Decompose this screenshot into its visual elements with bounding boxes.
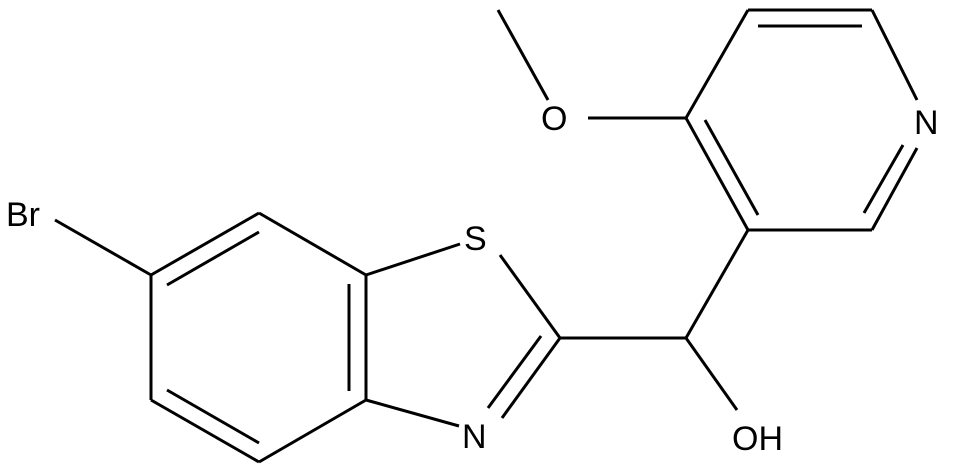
bond-ch-oh [684, 337, 739, 411]
bond-c2-n1-inner [862, 144, 905, 214]
bond-c7a-s [365, 242, 461, 277]
bond-c4-c5-inner [166, 388, 260, 445]
atom-label-n-thiazole: N [462, 418, 487, 456]
bond-c6-c7 [150, 211, 260, 277]
atom-label-oh: OH [732, 420, 783, 458]
bond-c4-c5 [150, 398, 260, 464]
bond-c7-c7a [258, 211, 367, 277]
bond-ch-pyridine [684, 229, 750, 339]
bond-c4-c3-inner [703, 119, 760, 216]
atom-label-n-pyridine: N [914, 104, 939, 142]
bond-o-ch3 [496, 9, 550, 101]
bond-n1-c6 [870, 9, 919, 101]
bond-c2-n3-inner [486, 335, 543, 409]
thiazole-ring [365, 242, 562, 428]
bond-c5-c4 [684, 9, 750, 119]
atom-label-o-methoxy: O [541, 100, 567, 138]
benzene-ring [149, 211, 368, 464]
bond-s-c2 [498, 254, 562, 339]
atom-label-s: S [464, 220, 487, 258]
bond-c4-c3 [684, 117, 750, 231]
bond-c2-n3 [500, 337, 562, 419]
atom-label-br: Br [6, 196, 40, 234]
bond-n3-c3a [365, 398, 460, 428]
bond-c6-c7-inner [166, 230, 260, 287]
bond-c6-br [54, 218, 152, 277]
bond-c2-n1 [870, 147, 919, 231]
pyridine-ring [684, 8, 919, 232]
bond-c3a-c4 [258, 398, 367, 464]
